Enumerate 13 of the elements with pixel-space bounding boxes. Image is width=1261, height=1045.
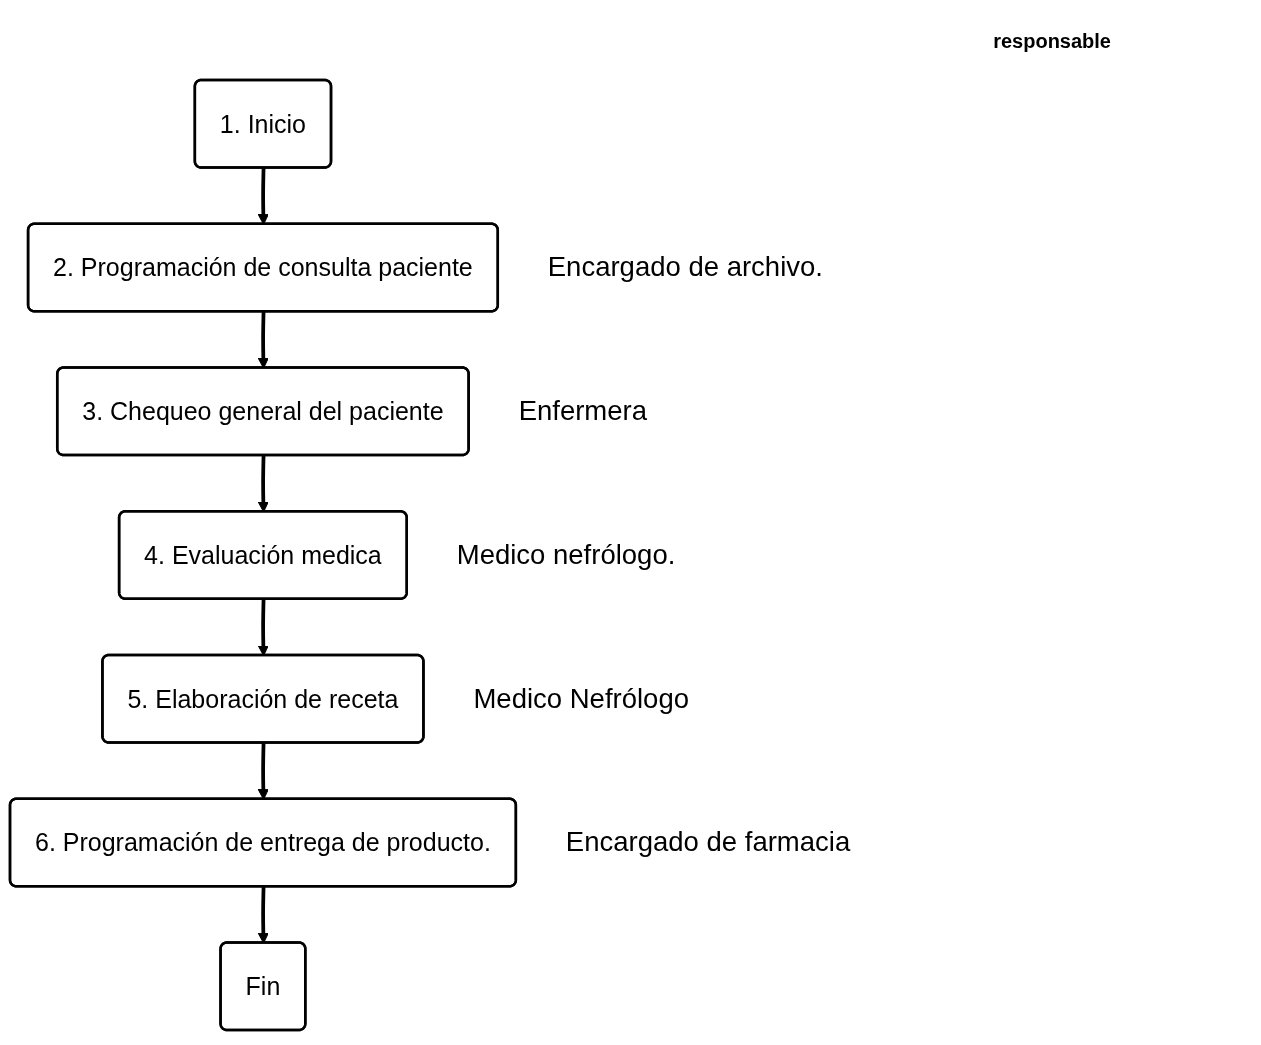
process-box: 6. Programación de entrega de producto. [8, 797, 518, 888]
process-box: 4. Evaluación medica [117, 510, 408, 600]
column-heading: responsable [993, 30, 1111, 53]
responsible-role: Medico nefrólogo. [456, 538, 676, 570]
responsible-role: Enfermera [518, 395, 647, 426]
process-box: 1. Inicio [193, 78, 333, 169]
process-box: 5. Elaboración de receta [101, 653, 425, 744]
responsible-role: Medico Nefrólogo [473, 682, 689, 714]
process-box: 3. Chequeo general del paciente [56, 366, 470, 457]
responsible-role: Encargado de archivo. [547, 251, 823, 283]
responsible-role: Encargado de farmacia [565, 826, 851, 858]
process-box: 2. Programación de consulta paciente [26, 222, 500, 313]
process-box: Fin [219, 941, 307, 1032]
